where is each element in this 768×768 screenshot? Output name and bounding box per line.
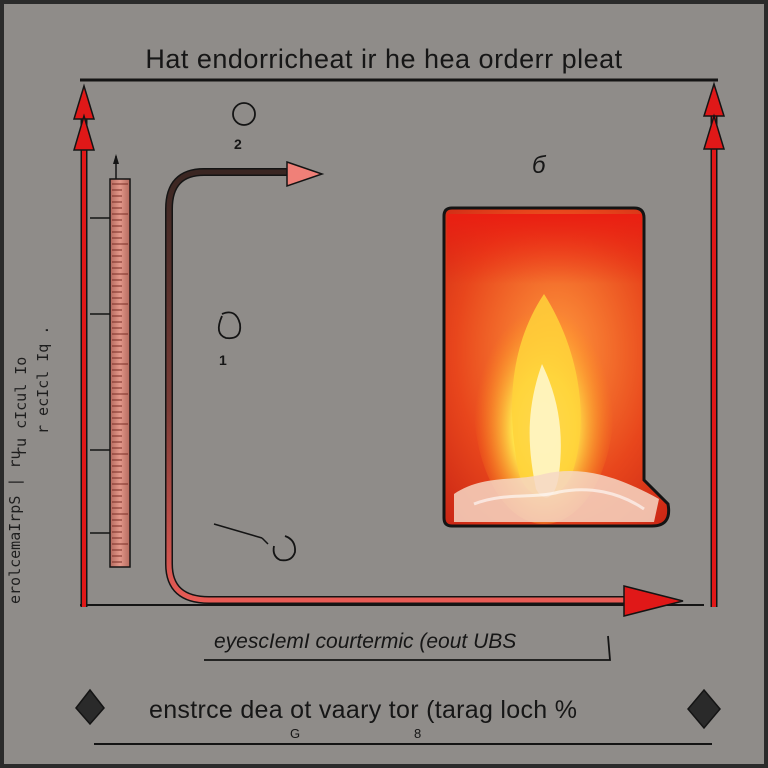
thermometer-icon [90, 154, 131, 568]
bottom-text: enstrce dea ot vaary tor (tarag loch % [149, 696, 578, 724]
top-marker-label: 2 [234, 136, 242, 152]
right-marker-label: б [532, 152, 546, 179]
diagram-canvas: Hat endorricheat ir he hea orderr pleat … [4, 4, 764, 764]
diagram-title: Hat endorricheat ir he hea orderr pleat [145, 44, 623, 74]
bottom-mark-right: 8 [414, 726, 422, 741]
bottom-mark-left: G [290, 726, 301, 741]
lower-marker-circle [272, 535, 296, 562]
pointer-stroke-2 [261, 537, 269, 545]
flame-box [442, 206, 671, 528]
right-diamond-icon [687, 688, 721, 730]
pointer-stroke [213, 523, 263, 539]
top-marker-circle [232, 102, 256, 126]
flame-icon [454, 284, 659, 524]
caption-text: eyescIemI courtermic (eout UBS [214, 630, 517, 653]
side-text-col-c: r ecIcl Iq . [34, 325, 52, 434]
side-text-col-b: ru cIcul Io [12, 356, 30, 456]
left-heat-arrow-icon [72, 83, 96, 607]
caption-bracket [204, 635, 611, 661]
right-heat-arrow-icon [702, 81, 726, 607]
mid-marker-circle [217, 311, 242, 340]
flow-pipe-arrow-icon [165, 160, 684, 617]
diagram-graphics [72, 78, 726, 745]
mid-marker-label: 1 [219, 352, 227, 368]
left-diamond-icon [75, 688, 105, 726]
side-text-col-a: erolcemaIrpS | ru [6, 450, 24, 604]
